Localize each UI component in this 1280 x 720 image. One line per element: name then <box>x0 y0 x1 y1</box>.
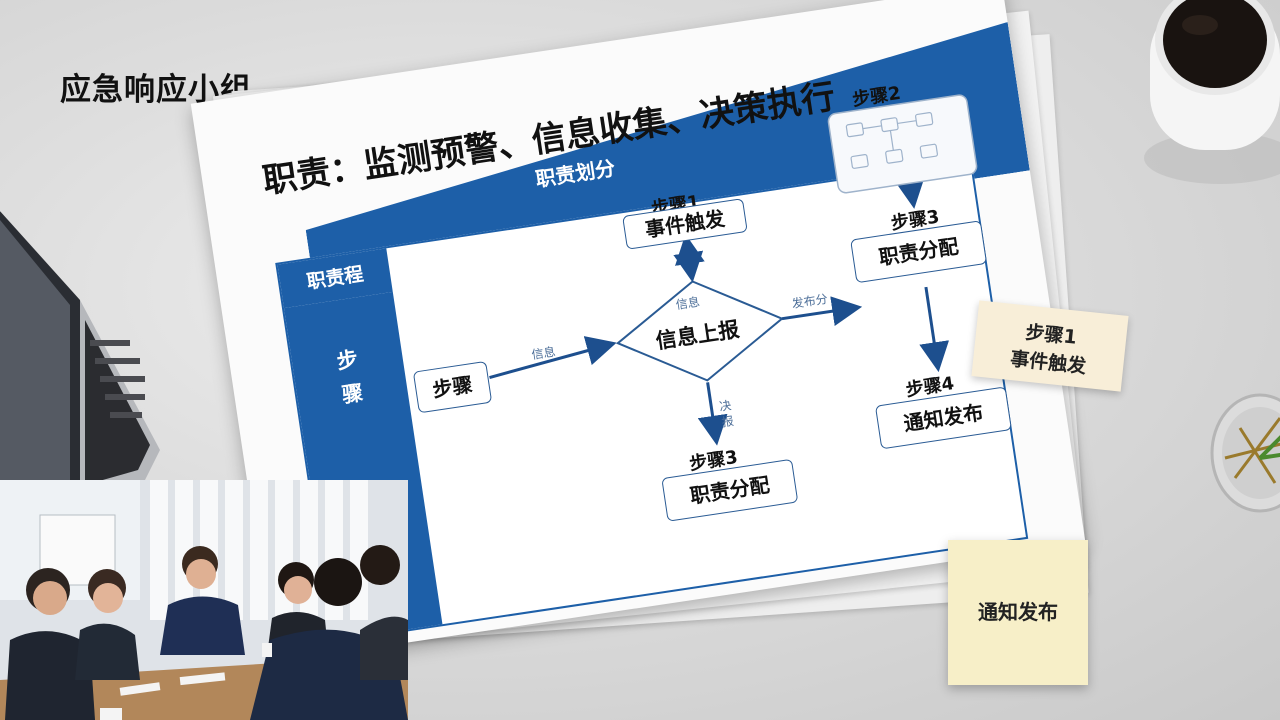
sticky-note-notify: 通知发布 <box>948 540 1088 685</box>
edge-label-char: 报 <box>720 414 735 430</box>
edge-label-char: 决 <box>718 398 733 414</box>
decision-small-text: 信息 <box>674 294 701 313</box>
plant-pot-image <box>1205 388 1280 518</box>
edge-label-info: 信息 <box>530 344 557 363</box>
flowchart-arrows <box>489 94 978 446</box>
sticky-note-step1: 步骤1 事件触发 <box>971 300 1129 392</box>
coffee-cup-image <box>1140 0 1280 190</box>
meeting-photo <box>0 480 408 720</box>
laptop-image <box>0 180 180 500</box>
sticky-note-text: 通知发布 <box>978 600 1058 624</box>
step2-sketch-box <box>827 94 978 194</box>
document-page: 职责：监测预警、信息收集、决策执行 职责划分 职责程 步 骤 时 讯 <box>190 0 1086 663</box>
flowchart-document: 职责：监测预警、信息收集、决策执行 职责划分 职责程 步 骤 时 讯 <box>190 0 1086 663</box>
